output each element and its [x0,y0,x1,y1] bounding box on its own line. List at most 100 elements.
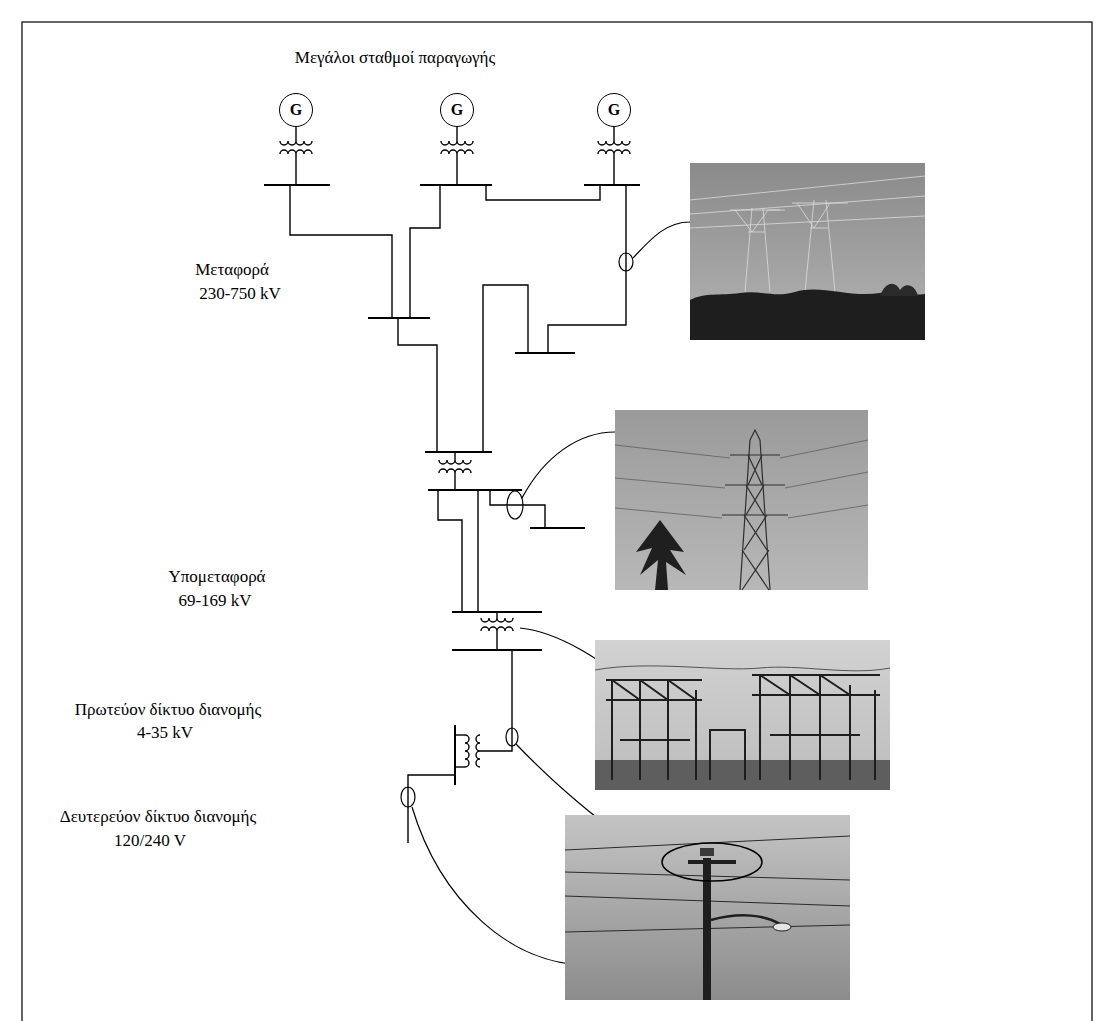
leader-line [412,807,588,965]
generator-lead [295,127,296,141]
substation-photo [595,666,890,671]
subtransmission-photo [615,410,868,590]
transformer-symbol [481,627,513,631]
generator-circle: G [440,93,474,127]
subtransmission-photo [722,430,788,590]
leader-line [401,787,415,807]
substation-photo [595,640,890,790]
transmission-photo [730,208,785,292]
subtransmission-photo [636,520,686,590]
leader-line [506,728,518,746]
transmission-photo [880,284,918,296]
generator-circle: G [597,93,631,127]
line-wire [490,490,545,528]
substation-photo [612,680,696,780]
generator-letter: G [451,101,463,119]
subtransmission-photo [742,430,769,590]
leader-line [619,253,633,271]
diagram-title: Μεγάλοι σταθμοί παραγωγής [295,48,495,68]
busbar [515,352,575,354]
busbar [452,649,542,651]
busbar [452,611,542,613]
busbar [264,184,330,186]
line-wire [290,185,392,318]
transformer-symbol [295,154,296,185]
substation-photo [606,680,702,700]
distribution-pole-photo [703,858,711,1000]
transmission-photo [690,289,925,340]
leader-line [633,222,690,258]
substation-photo [760,675,875,780]
line-wire [477,490,478,612]
substation-photo [620,730,860,780]
generator-lead [613,127,614,141]
generator-letter: G [608,101,620,119]
line-wire [480,650,512,751]
transformer-symbol [454,452,455,460]
leader-line [522,432,615,498]
transformer-symbol [441,141,473,145]
level-label: 4-35 kV [137,723,193,743]
transformer-symbol [280,141,312,145]
level-label: 69-169 kV [178,591,251,611]
busbar [420,184,492,186]
transmission-photo [690,176,925,292]
busbar [530,527,585,529]
transmission-photo [792,200,848,292]
line-wire [438,490,462,612]
transformer-symbol [280,141,630,767]
busbar [264,185,640,785]
transformer-symbol [441,150,473,154]
transmission-photo [690,196,925,214]
transformer-symbol [481,618,513,622]
transformer-symbol [456,154,457,185]
level-label: 120/240 V [114,831,186,851]
distribution-pole-photo [662,843,762,881]
distribution-pole-photo [688,860,736,864]
generator-lead [456,127,457,141]
transformer-symbol [455,766,465,767]
substation-photo [606,675,880,780]
distribution-pole-photo [773,923,791,931]
level-label: 230-750 kV [199,284,281,304]
transformer-symbol [454,473,455,490]
line-wire [290,185,626,843]
transformer-symbol [465,735,469,767]
distribution-pole-photo [565,815,850,1000]
level-label: Δευτερεύον δίκτυο διανομής [60,807,257,827]
frame [22,22,1092,1021]
line-wire [410,185,440,318]
busbar [425,451,492,453]
substation-photo [595,640,890,790]
line-wire [408,775,455,843]
line-wire [483,285,528,452]
line-wire [486,185,600,200]
transformer-symbol [598,150,630,154]
line-wire [398,318,437,452]
substation-photo [595,666,890,671]
leader-line [507,491,523,519]
level-label: Πρωτεύον δίκτυο διανομής [75,700,261,720]
busbar [454,725,456,785]
distribution-pole-photo [565,815,850,1000]
transformer-symbol [455,734,465,735]
busbar [368,317,430,319]
busbar [428,489,522,491]
line-wire [548,185,626,353]
transformer-symbol [613,154,614,185]
subtransmission-photo [615,440,868,518]
transformer-symbol [598,141,630,145]
transmission-photo [690,163,925,340]
transformer-symbol [439,460,471,464]
busbar [584,184,640,186]
subtransmission-photo [722,455,788,515]
transformer-symbol [439,469,471,473]
generator-circle: G [279,93,313,127]
subtransmission-photo [615,440,868,518]
subtransmission-photo [615,410,868,590]
generator-lead [296,127,614,141]
transmission-photo [690,163,925,340]
transmission-photo [690,176,925,200]
